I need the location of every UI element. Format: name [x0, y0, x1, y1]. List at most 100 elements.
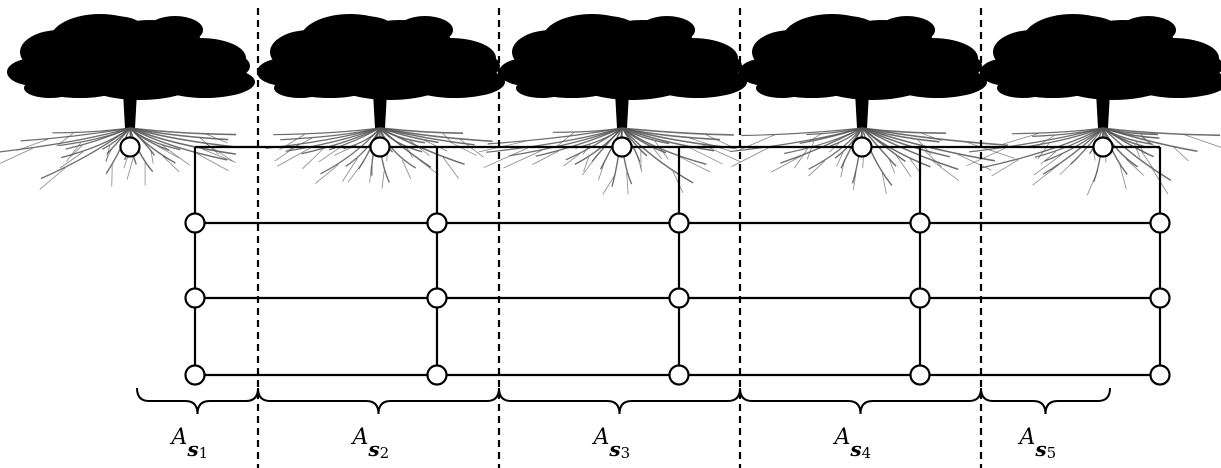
tree-root-fine — [806, 140, 815, 160]
tree-root-fine — [991, 159, 1019, 177]
tree-branch — [348, 76, 417, 101]
tree-root-fine — [401, 159, 412, 180]
tree-root-fine — [449, 141, 477, 156]
tree-root — [729, 127, 863, 153]
tree-root-fine — [840, 160, 846, 178]
tree-root-fine — [554, 132, 575, 149]
tree-root — [379, 127, 390, 183]
segment-label-5: As5 — [1019, 425, 1057, 462]
canopy-blob — [147, 16, 203, 44]
canopy-blob — [997, 78, 1049, 98]
tree-root-fine — [162, 155, 180, 173]
canopy-blob — [1183, 54, 1221, 78]
canopy-blob — [702, 54, 742, 78]
tree-root-fine — [731, 146, 770, 168]
tree-root-fine — [637, 155, 643, 172]
tree-root — [273, 127, 381, 136]
tree-root-fine — [888, 158, 896, 174]
grid-node — [909, 287, 931, 309]
tree-root — [280, 127, 381, 141]
tree-root-fine — [736, 134, 776, 152]
tree-root-fine — [39, 167, 66, 190]
tree-root-fine — [1173, 146, 1189, 162]
tree-root-fine — [1032, 164, 1060, 186]
tree-root-fine — [442, 156, 459, 179]
tree-root-fine — [459, 138, 484, 158]
tree-icon — [257, 14, 505, 189]
tree-root-fine — [302, 148, 324, 170]
tree-root — [808, 127, 863, 170]
grid-node — [1149, 364, 1171, 386]
tree-root — [105, 127, 131, 175]
tree-root-fine — [16, 138, 49, 151]
segment-label-1: As1 — [171, 425, 209, 462]
tree-root-fine — [1059, 156, 1079, 176]
tree-root-fine — [381, 171, 385, 189]
tree-root-fine — [654, 140, 669, 160]
trees-layer — [0, 14, 1221, 196]
canopy-blob — [817, 16, 877, 44]
root-node — [611, 136, 633, 158]
tree-root — [1034, 127, 1104, 158]
root-node — [1092, 136, 1114, 158]
tree-root-fine — [598, 160, 606, 181]
tree-root-fine — [583, 156, 590, 172]
tree-root — [40, 127, 131, 180]
tree-root-fine — [196, 153, 229, 172]
tree-trunk — [855, 92, 869, 128]
tree-root — [345, 127, 381, 167]
canopy-blob — [516, 78, 568, 98]
tree-trunk — [123, 92, 137, 128]
grid-node — [668, 212, 690, 234]
tree-root — [599, 127, 623, 170]
tree-root — [379, 127, 439, 144]
tree-root — [379, 127, 475, 146]
grid-node — [1149, 287, 1171, 309]
tree-root-fine — [70, 145, 83, 157]
tree-root-fine — [503, 150, 542, 169]
tree-root-fine — [341, 158, 358, 182]
tree-root — [509, 127, 623, 157]
tree-root — [982, 127, 1104, 169]
tree-root-fine — [602, 174, 616, 195]
canopy-blob — [879, 16, 935, 44]
tree-root — [611, 127, 623, 187]
grid-node — [426, 287, 448, 309]
tree-root-fine — [895, 154, 912, 177]
tree-root — [1102, 127, 1128, 175]
segment-brace — [498, 387, 741, 415]
tree-icon — [966, 14, 1221, 196]
tree-root — [741, 127, 863, 137]
canopy-blob — [756, 78, 808, 98]
tree-root-fine — [318, 145, 343, 163]
grid-node — [184, 364, 206, 386]
segment-brace — [739, 387, 982, 415]
tree-root — [861, 127, 1009, 147]
tree-root-fine — [967, 141, 1015, 159]
tree-root — [552, 127, 623, 133]
canopy-blob — [1120, 16, 1176, 44]
tree-root-fine — [563, 153, 581, 167]
grid-node — [184, 212, 206, 234]
grid-node — [1149, 212, 1171, 234]
grid-node — [426, 212, 448, 234]
root-node — [119, 136, 141, 158]
canopy-blob — [274, 78, 326, 98]
tree-root — [301, 127, 381, 155]
tree-root — [129, 127, 155, 156]
nodes-layer — [119, 136, 1171, 386]
canopy-blob — [24, 78, 76, 98]
grid-node — [668, 287, 690, 309]
canopy-blob — [577, 16, 637, 44]
tree-root — [1102, 127, 1172, 181]
segment-brace — [136, 387, 259, 415]
tree-root — [621, 127, 734, 136]
segment-label-3: As3 — [593, 425, 631, 462]
canopy-blob — [335, 16, 395, 44]
tree-root-fine — [1184, 134, 1221, 148]
segment-brace — [257, 387, 500, 415]
tree-root-fine — [423, 139, 448, 152]
tree-root-fine — [1125, 158, 1145, 176]
tree-root — [129, 127, 236, 155]
tree-root — [621, 127, 715, 152]
